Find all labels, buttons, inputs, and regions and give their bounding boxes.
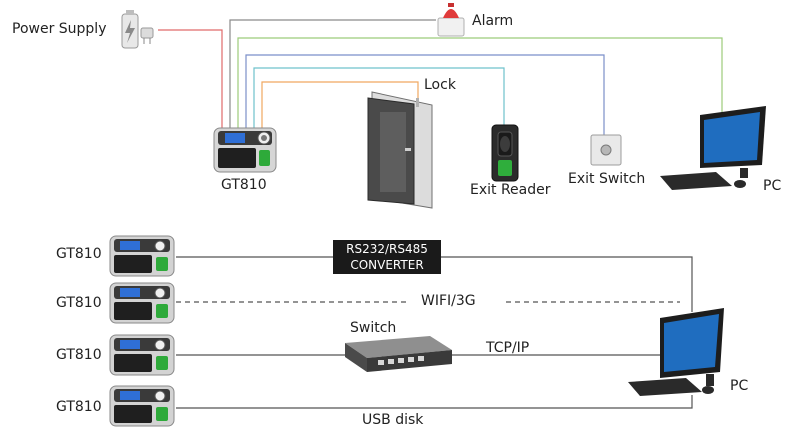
exit-reader-label: Exit Reader bbox=[470, 182, 551, 198]
usb-line bbox=[176, 395, 693, 409]
gt810-device-4 bbox=[109, 385, 175, 427]
gt810-label-2: GT810 bbox=[56, 295, 102, 311]
converter-line-2: CONVERTER bbox=[350, 258, 424, 272]
exit-switch-icon bbox=[590, 134, 622, 166]
network-lines bbox=[176, 256, 693, 409]
network-switch-icon bbox=[345, 336, 452, 372]
rs232-line-right bbox=[441, 256, 693, 312]
gt810-label-3: GT810 bbox=[56, 347, 102, 363]
pc-wire bbox=[237, 37, 723, 128]
gt810-label-1: GT810 bbox=[56, 246, 102, 262]
gt810-top-label: GT810 bbox=[221, 177, 267, 193]
door-icon bbox=[367, 91, 433, 209]
reader-wire bbox=[253, 67, 505, 128]
power-supply-icon bbox=[121, 10, 154, 49]
pc-top-label: PC bbox=[763, 178, 782, 194]
power-wire bbox=[158, 29, 223, 128]
exit-reader-icon bbox=[491, 124, 519, 182]
alarm-label: Alarm bbox=[472, 13, 514, 29]
converter-line-1: RS232/RS485 bbox=[346, 242, 428, 256]
switch-wire bbox=[245, 54, 605, 135]
switch-label: Switch bbox=[350, 320, 397, 336]
gt810-label-4: GT810 bbox=[56, 399, 102, 415]
wiring-lines bbox=[158, 19, 723, 135]
tcpip-label: TCP/IP bbox=[486, 340, 530, 356]
gt810-device-top bbox=[213, 127, 277, 173]
lock-label: Lock bbox=[424, 77, 456, 93]
power-supply-label: Power Supply bbox=[12, 21, 107, 37]
gt810-device-1 bbox=[109, 235, 175, 277]
alarm-wire bbox=[229, 19, 436, 128]
lock-wire bbox=[261, 81, 419, 128]
gt810-device-2 bbox=[109, 282, 175, 324]
exit-switch-label: Exit Switch bbox=[568, 171, 646, 187]
wifi-label: WIFI/3G bbox=[421, 293, 476, 309]
alarm-siren-icon bbox=[437, 3, 465, 37]
rs232-converter-box: RS232/RS485 CONVERTER bbox=[333, 240, 441, 274]
usb-disk-label: USB disk bbox=[362, 412, 424, 428]
gt810-device-3 bbox=[109, 334, 175, 376]
pc-bottom-label: PC bbox=[730, 378, 749, 394]
pc-icon-top bbox=[660, 106, 766, 190]
pc-icon-bottom bbox=[628, 308, 724, 396]
